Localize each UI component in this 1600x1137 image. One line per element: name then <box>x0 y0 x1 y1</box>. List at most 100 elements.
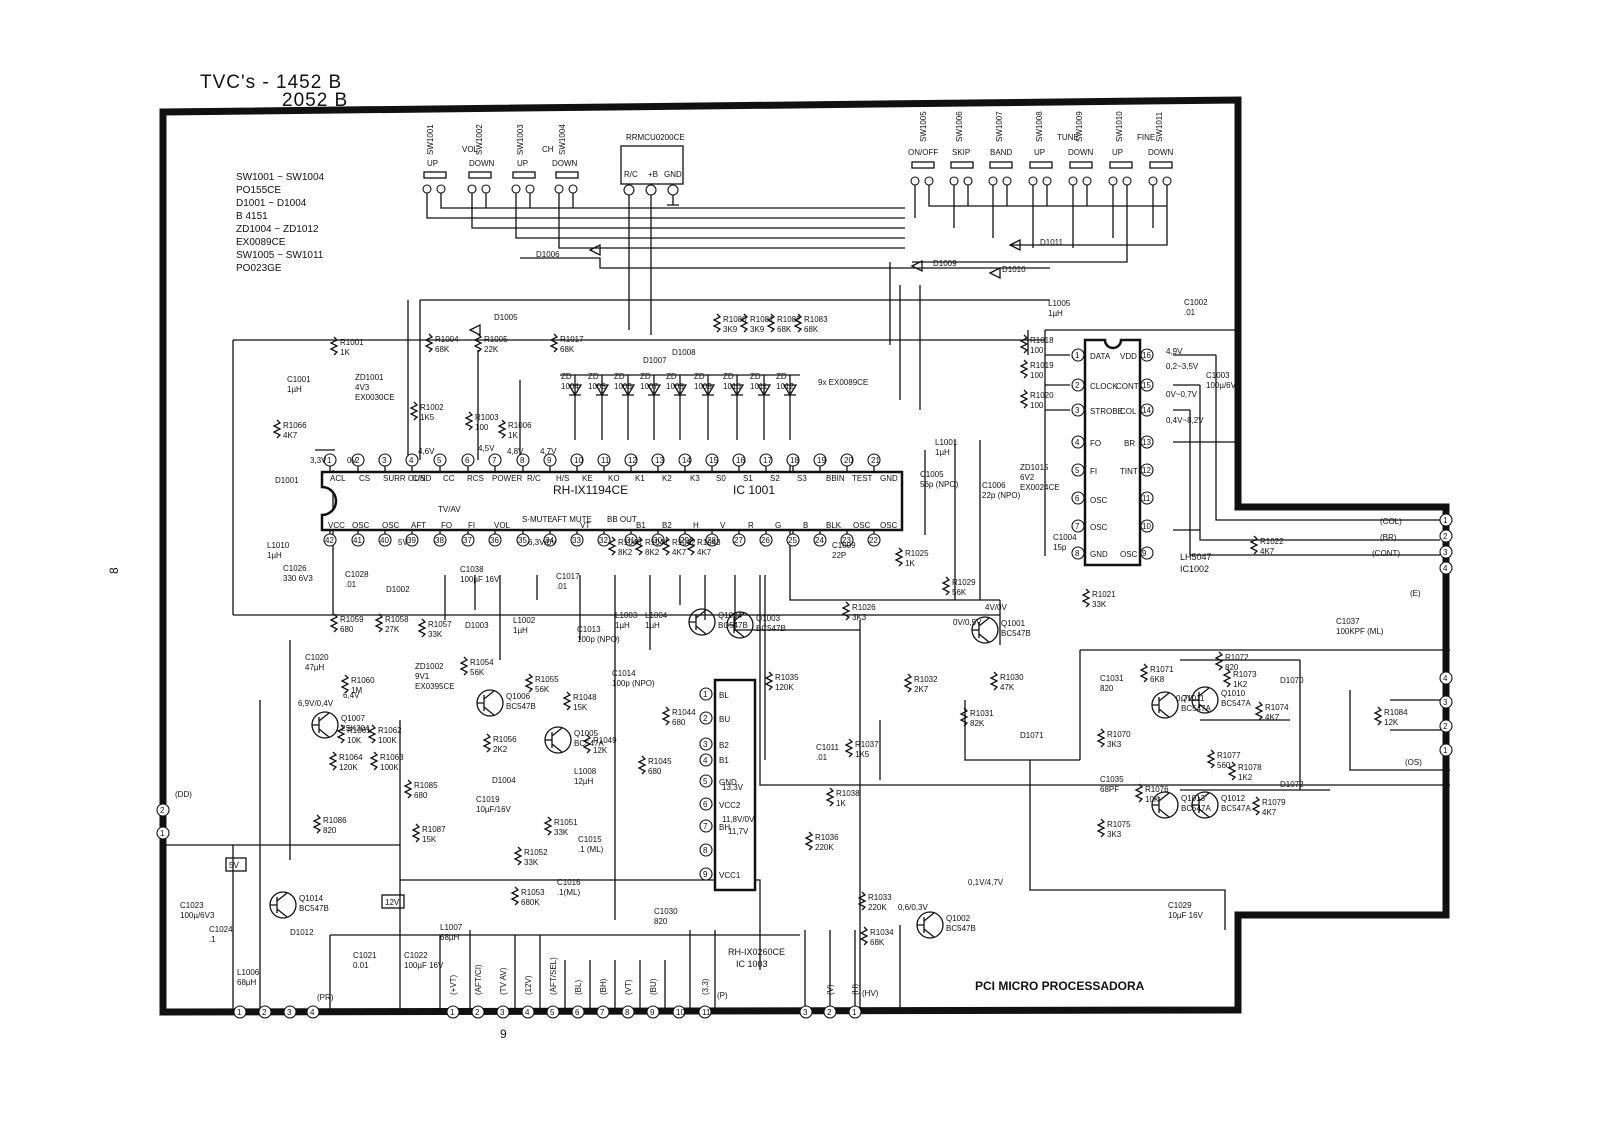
resistor-icon <box>1096 728 1106 748</box>
resistor-icon <box>1254 701 1264 721</box>
svg-text:6: 6 <box>1075 494 1080 503</box>
pin-number: 42 <box>325 536 334 545</box>
voltage-label: 6,4V <box>343 691 360 700</box>
resistor-value: 680K <box>521 898 540 907</box>
zener-label: 1004 <box>561 382 579 391</box>
connector-label: (H) <box>851 984 860 995</box>
svg-text:K3: K3 <box>690 474 700 483</box>
diode-label: D1002 <box>386 585 410 594</box>
resistor-value: 1K <box>340 348 350 357</box>
pin-number: 18 <box>790 456 799 465</box>
svg-text:4: 4 <box>525 1008 530 1017</box>
pin-number: 8 <box>520 456 525 465</box>
capacitor-value: 100p (NPO) <box>612 679 655 688</box>
rail-5v: 5V <box>229 861 239 870</box>
diode-label: D1004 <box>492 776 516 785</box>
capacitor-value: .1(ML) <box>557 888 580 897</box>
resistor-value: 33K <box>1092 600 1107 609</box>
resistor-label: R1025 <box>905 549 929 558</box>
pin-number: 32 <box>599 536 608 545</box>
resistor-value: 10K <box>1145 795 1160 804</box>
capacitor-value: 820 <box>654 917 668 926</box>
inductor-value: 1µH <box>267 551 282 560</box>
svg-text:FO: FO <box>1090 439 1101 448</box>
group-label-tune: TUNE <box>1057 133 1079 142</box>
capacitor-value: .1 <box>209 935 216 944</box>
capacitor-label: C1035 <box>1100 775 1124 784</box>
svg-text:3: 3 <box>1075 406 1080 415</box>
pin-number: 17 <box>763 456 772 465</box>
connector-pin <box>848 1005 862 1019</box>
zener-label: 1007 <box>640 382 658 391</box>
diode-label: D1072 <box>1280 780 1304 789</box>
svg-text:1: 1 <box>703 690 708 699</box>
capacitor-label: C1023 <box>180 901 204 910</box>
capacitor-value: 0.01 <box>353 961 369 970</box>
capacitor-value: 56p (NPO) <box>920 480 959 489</box>
resistor-value: 3K9 <box>750 325 765 334</box>
svg-text:7: 7 <box>600 1008 605 1017</box>
pin-number: 14 <box>682 456 691 465</box>
ic1002-pin <box>1140 519 1154 533</box>
group-label-vol: VOL <box>462 145 479 154</box>
inductor-label: L1002 <box>513 616 536 625</box>
inductor-value: 68µH <box>440 933 460 942</box>
connector-label: (BR) <box>1380 533 1397 542</box>
switch-ref: SW1009 <box>1075 111 1084 142</box>
ic1003-pin <box>699 867 713 881</box>
svg-text:CONT: CONT <box>1116 382 1139 391</box>
resistor-value: 27K <box>385 625 400 634</box>
svg-text:R/C: R/C <box>527 474 541 483</box>
ic1003-pin <box>699 843 713 857</box>
resistor-label: R1048 <box>573 693 597 702</box>
svg-text:11: 11 <box>702 1008 711 1017</box>
svg-text:K2: K2 <box>662 474 672 483</box>
svg-text:GND: GND <box>880 474 898 483</box>
resistor-icon <box>549 333 559 353</box>
connector-pin <box>571 1005 585 1019</box>
pin-number: 3 <box>382 456 387 465</box>
legend-line: B 4151 <box>236 211 268 222</box>
switch-func: UP <box>1034 148 1045 157</box>
pin-number: 10 <box>574 456 583 465</box>
connector-pin <box>823 1005 837 1019</box>
connector-pin <box>1439 719 1453 733</box>
switch-func: DOWN <box>1068 148 1094 157</box>
resistor-icon <box>328 751 338 771</box>
resistor-value: 1K <box>836 799 846 808</box>
svg-text:2: 2 <box>827 1008 832 1017</box>
switch-ref: SW1002 <box>475 124 484 155</box>
svg-text:OSC: OSC <box>1120 550 1138 559</box>
resistor-label: R1083 <box>804 315 828 324</box>
remote-pin-label: R/C <box>624 170 638 179</box>
pin-number: 7 <box>492 456 497 465</box>
resistor-value: 4K7 <box>1262 808 1277 817</box>
resistor-icon <box>637 755 647 775</box>
switch-func: DOWN <box>469 159 495 168</box>
diode-label: EX0395CE <box>415 682 455 691</box>
svg-text:13: 13 <box>1142 438 1151 447</box>
resistor-icon <box>844 738 854 758</box>
connector-group: (P) <box>717 991 728 1000</box>
pin-number: 38 <box>435 536 444 545</box>
inductor-value: 1µH <box>513 626 528 635</box>
resistor-label: R1030 <box>1000 673 1024 682</box>
connector-pin <box>471 1005 485 1019</box>
connector-label: (CONT) <box>1372 549 1400 558</box>
diode-label: EX0024CE <box>1020 483 1060 492</box>
ic1003-pin <box>699 797 713 811</box>
svg-text:KE: KE <box>582 474 593 483</box>
capacitor-value: 820 <box>1100 684 1114 693</box>
resistor-label: R1001 <box>340 338 364 347</box>
capacitor-label: C1004 <box>1053 533 1077 542</box>
capacitor-label: C1002 <box>1184 298 1208 307</box>
svg-text:D1009: D1009 <box>933 259 957 268</box>
diode-label: ZD1015 <box>1020 463 1049 472</box>
pin-number: 2 <box>355 456 360 465</box>
resistor-value: 56K <box>952 588 967 597</box>
connector-label: (BU) <box>649 978 658 995</box>
ic1003-pin <box>699 737 713 751</box>
resistor-icon <box>340 674 350 694</box>
left-connector: 2 1 (DD) <box>156 790 192 840</box>
